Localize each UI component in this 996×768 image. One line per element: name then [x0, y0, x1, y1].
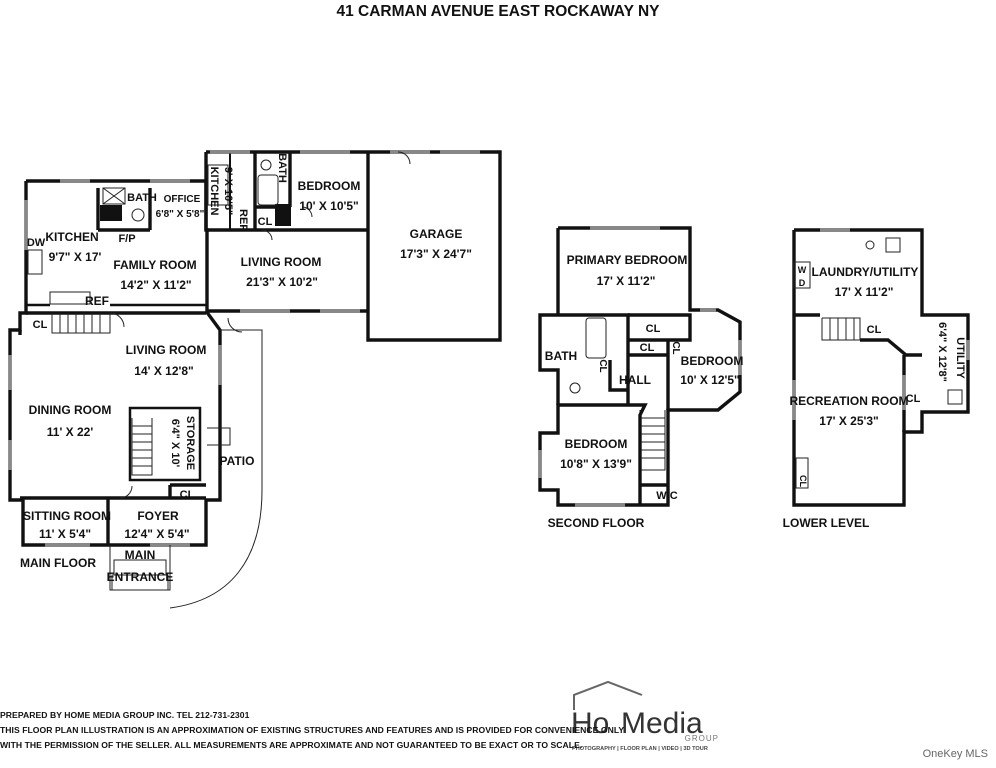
refrigerator2-label: REF	[237, 209, 249, 231]
living-room-dims: 14' X 12'8"	[134, 364, 193, 378]
closet-hall-a-label: CL	[640, 342, 655, 354]
logo-wordmark-ho: Ho	[571, 707, 609, 740]
closet-hall-top-label: CL	[646, 323, 661, 335]
washer-label: W	[798, 265, 807, 275]
recreation-room-dims: 17' X 25'3"	[819, 414, 878, 428]
main-entrance-label-1: MAIN	[125, 548, 156, 562]
patio-label: PATIO	[220, 454, 255, 468]
kitchen-dims: 9'7" X 17'	[49, 250, 102, 264]
dining-room-label: DINING ROOM	[29, 403, 112, 417]
bath2-label: BATH	[276, 153, 288, 183]
closet-right-label: CL	[906, 393, 921, 405]
walk-in-closet-label: WIC	[656, 490, 677, 502]
sitting-room-dims: 11' X 5'4"	[39, 527, 91, 541]
closet-foyer-label: CL	[180, 489, 195, 501]
office-label: OFFICE	[164, 194, 201, 205]
closet-bottom-label: CL	[798, 475, 808, 487]
refrigerator-label: REF	[85, 294, 109, 308]
dishwasher-label: DW	[27, 237, 46, 249]
second-floor: PRIMARY BEDROOM 17' X 11'2" BATH CL CL C…	[538, 226, 744, 530]
closet-bath-label: CL	[597, 359, 608, 372]
garage-label: GARAGE	[410, 227, 463, 241]
recreation-room-label: RECREATION ROOM	[789, 394, 908, 408]
footer-disclaimer-1: THIS FLOOR PLAN ILLUSTRATION IS AN APPRO…	[0, 725, 625, 735]
main-floor: KITCHEN 9'7" X 17' BATH OFFICE 6'8" X 5'…	[8, 150, 666, 609]
lower-level-label: LOWER LEVEL	[783, 516, 870, 530]
footer-prepared-by: PREPARED BY HOME MEDIA GROUP INC. TEL 21…	[0, 710, 250, 720]
mls-credit: OneKey MLS	[922, 748, 988, 760]
foyer-dims: 12'4" X 5'4"	[124, 527, 189, 541]
closet-hall-b-label: CL	[670, 341, 681, 354]
sitting-room-label: SITTING ROOM	[23, 509, 111, 523]
bedroom-right-dims: 10' X 12'5"	[680, 373, 739, 387]
office-dims: 6'8" X 5'8"	[156, 209, 205, 220]
fireplace-label: F/P	[118, 233, 135, 245]
dining-room-dims: 11' X 22'	[47, 425, 94, 439]
bath-label: BATH	[127, 192, 157, 204]
logo-group: GROUP	[685, 734, 719, 743]
main-floor-label: MAIN FLOOR	[20, 556, 96, 570]
garage-dims: 17'3" X 24'7"	[400, 247, 472, 261]
logo-tagline: PHOTOGRAPHY | FLOOR PLAN | VIDEO | 3D TO…	[572, 746, 708, 752]
family-room-dims: 14'2" X 11'2"	[120, 278, 191, 292]
closet-apt-label: CL	[258, 216, 273, 228]
bedroom-left-label: BEDROOM	[565, 437, 628, 451]
living-room2-label: LIVING ROOM	[241, 255, 322, 269]
foyer-label: FOYER	[137, 509, 179, 523]
primary-bedroom-dims: 17' X 11'2"	[597, 274, 656, 288]
kitchen2-dims: 9' X 10'5"	[222, 167, 234, 215]
living-room-label: LIVING ROOM	[126, 343, 207, 357]
storage-dims: 6'4" X 10'	[169, 419, 181, 468]
laundry-dims: 17' X 11'2"	[835, 285, 894, 299]
bedroom-main-dims: 10' X 10'5"	[299, 199, 358, 213]
kitchen-label: KITCHEN	[45, 230, 98, 244]
home-media-logo: Ho Media GROUP PHOTOGRAPHY | FLOOR PLAN …	[571, 680, 719, 752]
bedroom-main-label: BEDROOM	[298, 179, 361, 193]
closet-left-label: CL	[33, 319, 48, 331]
kitchen2-label: KITCHEN	[208, 167, 220, 216]
footer-disclaimer-2: WITH THE PERMISSION OF THE SELLER. ALL M…	[0, 740, 583, 750]
main-entrance-label-2: ENTRANCE	[107, 570, 174, 584]
closet-stair-label: CL	[867, 324, 882, 336]
lower-level: W D LAUNDRY/UTILITY 17' X 11'2" UTILITY …	[783, 228, 970, 530]
utility-dims: 6'4" X 12'8"	[936, 322, 948, 382]
storage-label: STORAGE	[184, 416, 196, 470]
laundry-label: LAUNDRY/UTILITY	[812, 265, 919, 279]
second-bath-label: BATH	[545, 349, 577, 363]
living-room2-dims: 21'3" X 10'2"	[246, 275, 318, 289]
bedroom-left-dims: 10'8" X 13'9"	[560, 457, 632, 471]
dryer-label: D	[799, 278, 806, 288]
primary-bedroom-label: PRIMARY BEDROOM	[567, 253, 688, 267]
family-room-label: FAMILY ROOM	[113, 258, 196, 272]
bedroom-right-label: BEDROOM	[681, 354, 744, 368]
utility-label: UTILITY	[954, 337, 966, 379]
hall-label: HALL	[619, 373, 651, 387]
second-floor-label: SECOND FLOOR	[548, 516, 645, 530]
logo-wordmark-media: Media	[621, 707, 703, 740]
plan-title: 41 CARMAN AVENUE EAST ROCKAWAY NY	[337, 3, 661, 20]
